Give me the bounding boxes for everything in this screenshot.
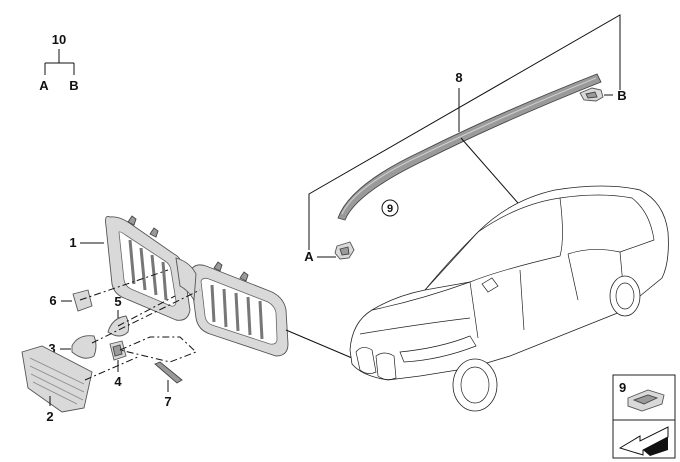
callout-9-box: 9 bbox=[619, 380, 626, 395]
part-6-cover bbox=[72, 289, 93, 312]
car-roof-line bbox=[559, 194, 655, 255]
car-rear-wheel-rim bbox=[615, 282, 635, 310]
clip-b-detail bbox=[585, 91, 598, 99]
part-2-panel-ribs bbox=[29, 357, 85, 405]
strip-bracket-line bbox=[308, 14, 621, 250]
part-2-panel bbox=[21, 345, 93, 413]
callout-1: 1 bbox=[69, 235, 76, 250]
callout-10: 10 bbox=[52, 32, 66, 47]
grille-left-opening bbox=[118, 231, 177, 307]
callout-strip-b: B bbox=[617, 88, 626, 103]
callout-2: 2 bbox=[46, 409, 53, 424]
clip-b bbox=[579, 87, 604, 102]
part-7-strip bbox=[154, 361, 183, 384]
inset-9-clip-detail bbox=[632, 394, 659, 405]
callout-9: 9 bbox=[387, 203, 393, 215]
callout-4: 4 bbox=[114, 374, 122, 389]
callout-legend-b: B bbox=[69, 78, 78, 93]
roof-trim-strip bbox=[337, 73, 602, 221]
part-3-cap bbox=[71, 335, 97, 359]
car-outline bbox=[349, 185, 669, 412]
part-4-bracket-detail bbox=[112, 344, 123, 357]
assembly-line-4-7 bbox=[118, 336, 197, 363]
callout-3: 3 bbox=[48, 341, 55, 356]
callout-legend-a: A bbox=[39, 78, 49, 93]
car-side-mirror bbox=[481, 277, 499, 293]
grille-right-opening bbox=[200, 277, 278, 345]
roof-trim-strip-highlight bbox=[341, 77, 597, 215]
legend-tree: 10 A B bbox=[39, 32, 78, 93]
car-front-wheel bbox=[452, 358, 498, 412]
callout-strip-a: A bbox=[304, 249, 314, 264]
car-body bbox=[349, 185, 669, 381]
callout-7: 7 bbox=[164, 394, 171, 409]
legend-tree-lines bbox=[44, 49, 75, 75]
car-headlight bbox=[399, 335, 477, 363]
car-hood-lines bbox=[359, 281, 471, 335]
grille-center-bridge bbox=[175, 257, 197, 302]
clip-a bbox=[334, 241, 355, 260]
car-front-wheel-rim bbox=[460, 366, 490, 404]
inset-box-arrow bbox=[612, 419, 676, 459]
grille-mount-clips bbox=[127, 215, 249, 282]
callout-8: 8 bbox=[455, 70, 462, 85]
car-kidney-grille bbox=[355, 347, 397, 380]
car-rear-wheel bbox=[609, 275, 641, 317]
kidney-grille bbox=[105, 215, 289, 357]
assembly-line-6 bbox=[79, 269, 169, 301]
car-door-lines bbox=[469, 269, 525, 339]
clip-a-detail bbox=[339, 246, 350, 256]
callout-5: 5 bbox=[114, 294, 121, 309]
callout-6: 6 bbox=[49, 293, 56, 308]
direction-arrow-icon bbox=[618, 426, 669, 456]
grille-to-car-leader bbox=[285, 329, 353, 359]
inset-box-9: 9 bbox=[612, 374, 676, 421]
assembly-line-2 bbox=[84, 355, 141, 381]
direction-arrow-shadow bbox=[643, 437, 668, 456]
assembly-line-3 bbox=[91, 289, 201, 344]
assembly-line-5 bbox=[117, 295, 176, 327]
callout-9-circle bbox=[381, 199, 399, 217]
